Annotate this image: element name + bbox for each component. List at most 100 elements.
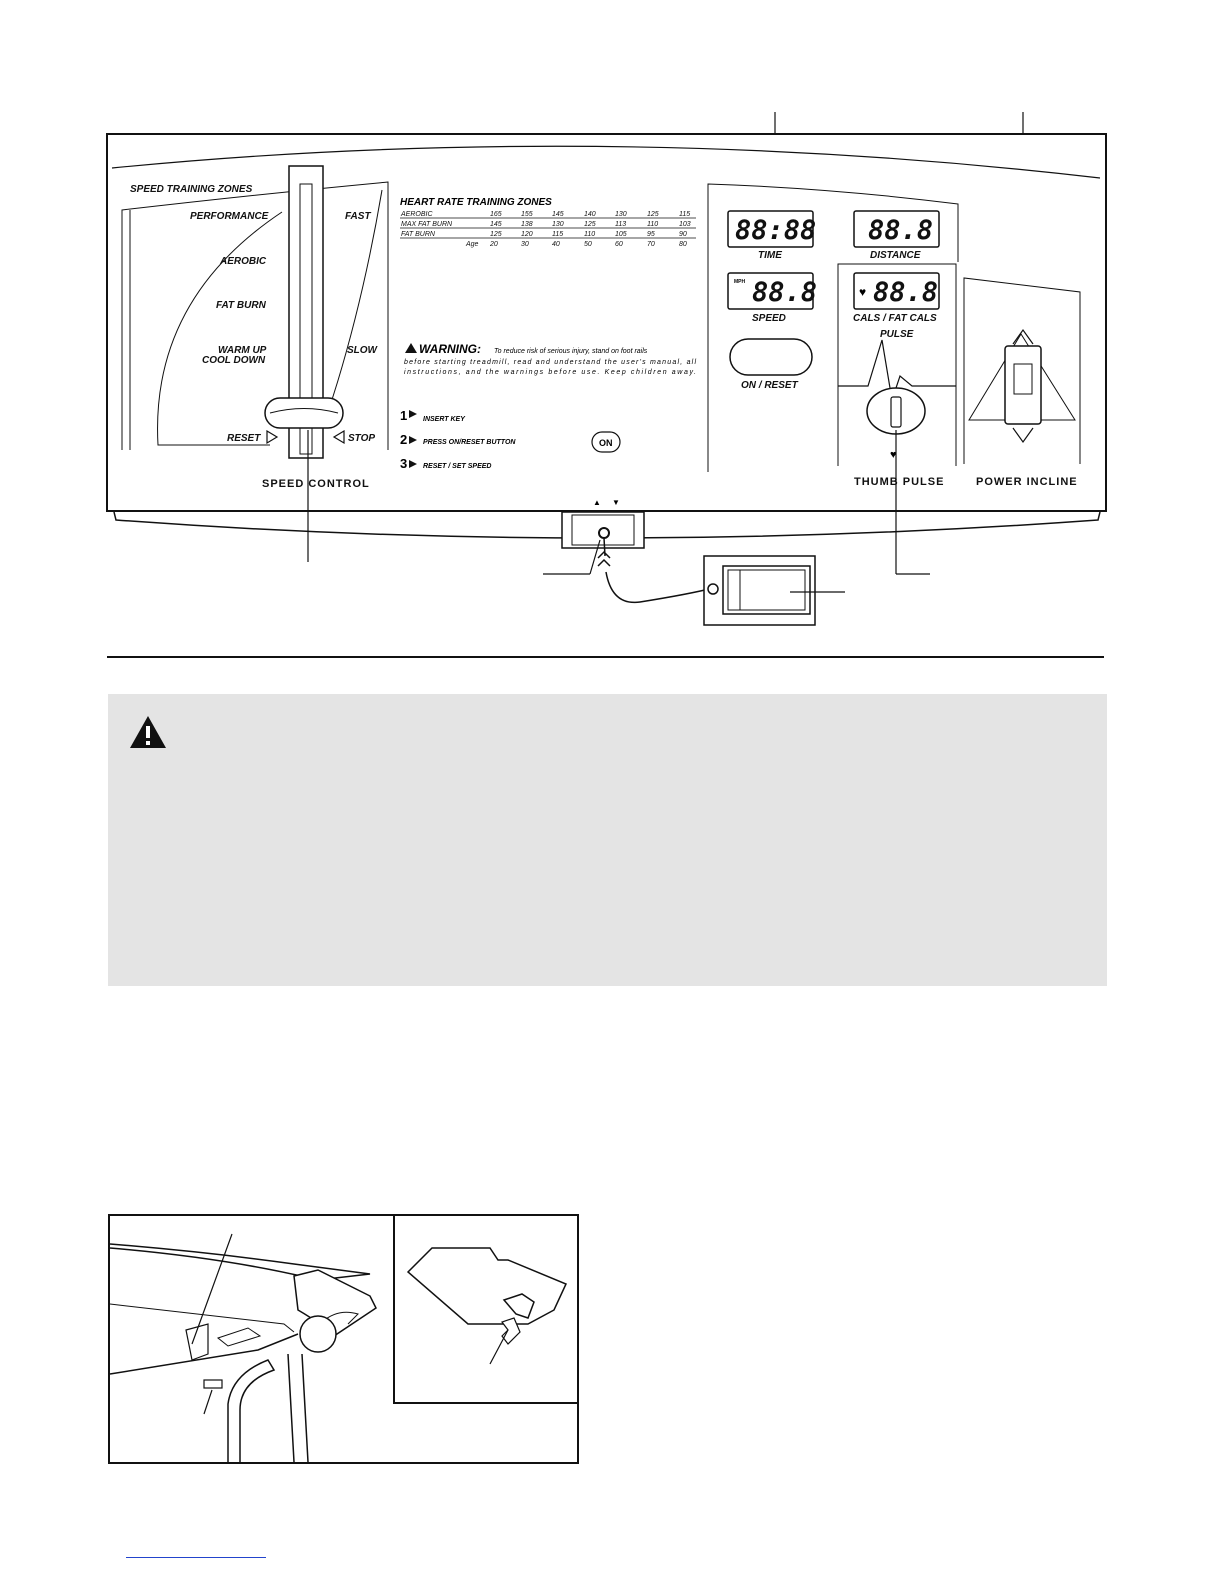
zone-aerobic: AEROBIC — [219, 256, 267, 267]
zone-performance: PERFORMANCE — [190, 211, 269, 222]
console-diagram: SPEED TRAINING ZONES PERFORMANCE AEROBIC… — [106, 112, 1107, 658]
hr-cell: 130 — [552, 221, 564, 228]
hr-age-cell: 50 — [584, 241, 592, 248]
on-reset-button[interactable] — [729, 338, 813, 376]
hr-cell: 110 — [647, 221, 658, 228]
heart-icon: ♥ — [859, 285, 866, 299]
hr-age-cell: 30 — [521, 241, 529, 248]
speed-display — [727, 272, 814, 310]
hr-age-cell: 60 — [615, 241, 623, 248]
inset-clip — [502, 1293, 535, 1319]
reset-arrow-icon — [266, 429, 279, 445]
distance-value: 88.8 — [868, 215, 933, 246]
zone-fast: FAST — [345, 211, 371, 222]
step-3-number: 3 — [400, 456, 407, 471]
speed-control-label: SPEED CONTROL — [262, 478, 370, 490]
footer-link-underline — [126, 1557, 266, 1558]
console-warning-line2: before starting treadmill, read and unde… — [404, 359, 696, 366]
hr-row-label: FAT BURN — [401, 231, 436, 238]
upright-1 — [227, 1359, 276, 1462]
hr-cell: 115 — [679, 211, 690, 218]
time-display — [727, 210, 814, 248]
zone-warm-up: WARM UP — [218, 345, 267, 356]
step-1: 1 INSERT KEY — [400, 408, 466, 423]
warning-triangle-small-icon — [405, 343, 417, 353]
step-3: 3 RESET / SET SPEED — [400, 456, 491, 471]
time-value: 88:88 — [735, 215, 816, 246]
hr-cell: 125 — [490, 231, 502, 238]
hr-cell: 125 — [647, 211, 659, 218]
thumb-pulse-label: THUMB PULSE — [854, 476, 944, 488]
hr-cell: 113 — [615, 221, 626, 228]
hr-row-label: MAX FAT BURN — [401, 221, 453, 228]
hr-age-cell: 80 — [679, 241, 687, 248]
key-down-icon: ▼ — [612, 498, 620, 507]
console-top-curve — [111, 145, 1101, 179]
speed-slider-handle[interactable] — [264, 397, 344, 429]
speed-zone-curve-left — [157, 211, 283, 446]
time-label: TIME — [758, 250, 782, 261]
speed-value: 88.8 — [752, 277, 817, 308]
hr-age-label: Age — [465, 241, 479, 248]
stop-arrow-icon — [332, 429, 345, 445]
warning-box — [108, 694, 1107, 986]
reed-switch-illustration — [108, 1214, 579, 1464]
step-2-text: PRESS ON/RESET BUTTON — [423, 439, 516, 446]
magnet — [203, 1379, 223, 1389]
zone-fat-burn: FAT BURN — [216, 300, 267, 311]
speed-label: SPEED — [752, 313, 786, 324]
pulse-panel — [837, 263, 957, 466]
hr-cell: 95 — [647, 231, 655, 238]
hr-cell: 120 — [521, 231, 533, 238]
step-2-number: 2 — [400, 432, 407, 447]
speed-zones-title: SPEED TRAINING ZONES — [130, 184, 253, 195]
hr-cell: 110 — [584, 231, 595, 238]
zone-stop: STOP — [348, 433, 375, 444]
step-1-text: INSERT KEY — [423, 416, 466, 423]
frame-top — [109, 1243, 371, 1281]
cals-display — [853, 272, 940, 310]
upright-2 — [287, 1353, 309, 1463]
hr-cell: 130 — [615, 211, 627, 218]
power-incline-label: POWER INCLINE — [976, 476, 1078, 488]
on-button-label: ON — [599, 438, 613, 448]
incline-panel — [963, 277, 1081, 464]
hr-zones-title: HEART RATE TRAINING ZONES — [400, 197, 552, 208]
hr-cell: 90 — [679, 231, 687, 238]
thumb-heart-icon: ♥ — [890, 449, 897, 461]
cals-value: 88.8 — [873, 277, 938, 308]
console-warning-title: WARNING: — [419, 342, 481, 356]
hr-cell: 103 — [679, 221, 691, 228]
inset-up-arrow-icon — [501, 1317, 521, 1345]
zone-reset: RESET — [227, 433, 261, 444]
console-warning-line1: To reduce risk of serious injury, stand … — [494, 348, 648, 355]
speed-unit: MPH — [734, 279, 746, 285]
on-reset-label: ON / RESET — [741, 380, 799, 391]
hr-cell: 165 — [490, 211, 502, 218]
console-warning-line3: instructions, and the warnings before us… — [404, 369, 696, 376]
roller-end — [299, 1315, 337, 1353]
hr-cell: 140 — [584, 211, 596, 218]
distance-label: DISTANCE — [870, 250, 921, 261]
hr-cell: 115 — [552, 231, 563, 238]
incline-down-arrow-icon — [1012, 427, 1034, 444]
zone-slow: SLOW — [347, 345, 379, 356]
step-2: 2 PRESS ON/RESET BUTTON — [400, 432, 516, 447]
zone-cool-down: COOL DOWN — [202, 355, 266, 366]
hr-cell: 105 — [615, 231, 627, 238]
hr-age-cell: 20 — [489, 241, 498, 248]
distance-display — [853, 210, 940, 248]
step-1-number: 1 — [400, 408, 407, 423]
step-3-text: RESET / SET SPEED — [423, 463, 491, 470]
hr-cell: 125 — [584, 221, 596, 228]
warning-triangle-icon — [130, 716, 166, 748]
callout-reed — [191, 1233, 233, 1345]
hr-cell: 145 — [552, 211, 564, 218]
callout-magnet — [203, 1389, 213, 1415]
on-button[interactable] — [591, 431, 621, 453]
key-cord — [597, 537, 714, 604]
hr-row-label: AEROBIC — [400, 211, 433, 218]
callout-inset — [489, 1329, 509, 1365]
hr-cell: 138 — [521, 221, 533, 228]
